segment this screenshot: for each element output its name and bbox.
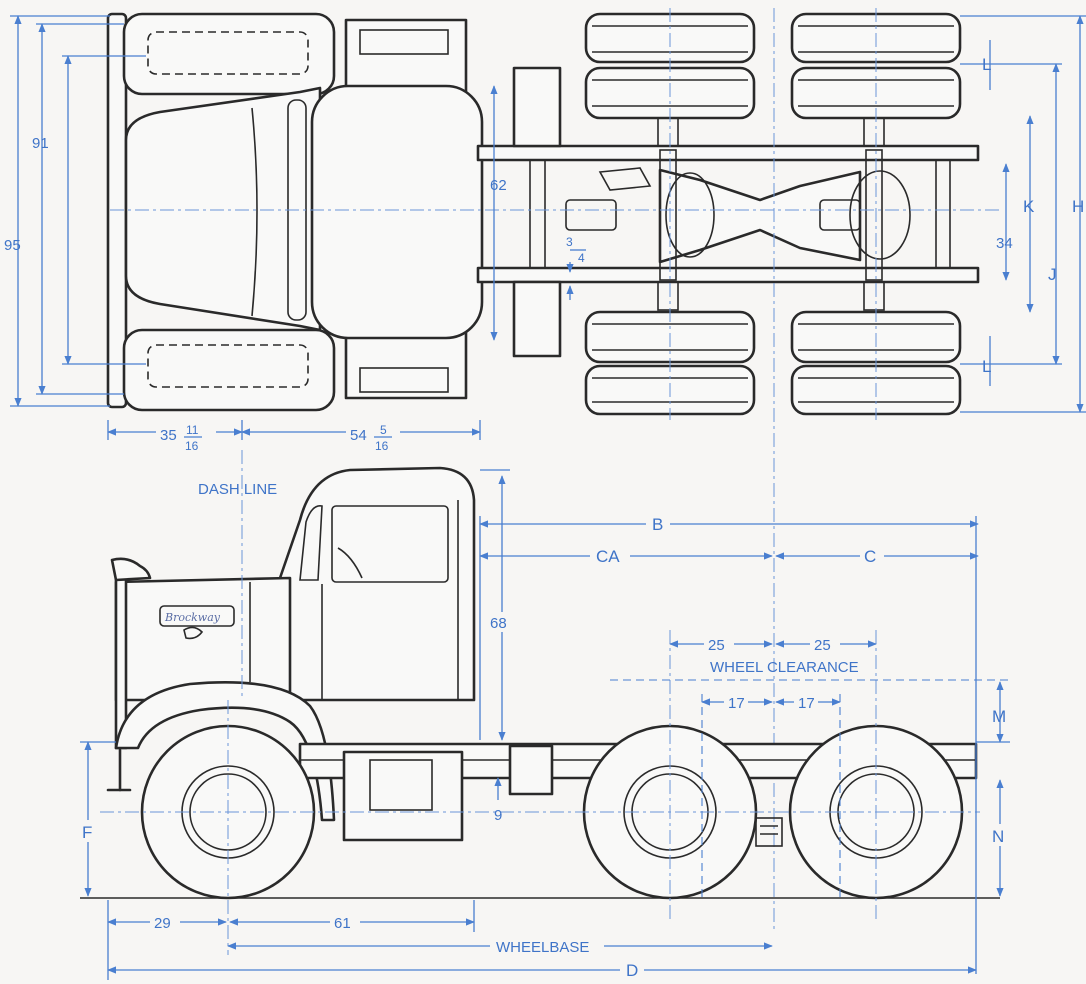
label-wheel-clearance: WHEEL CLEARANCE [710, 659, 859, 676]
dim-B: B [652, 515, 663, 534]
badge-text: Brockway [164, 611, 221, 624]
fuel-tank-side [342, 750, 464, 842]
dim-54-den: 16 [375, 439, 389, 453]
dim-N: N [992, 827, 1004, 846]
dim-25-left: 25 [708, 637, 725, 654]
dim-54-num: 5 [380, 423, 387, 437]
dim-gap-whole: 3 [566, 235, 573, 249]
frame-rail-top [476, 144, 980, 162]
rear-axle-housing [658, 168, 862, 264]
dim-29: 29 [154, 915, 171, 932]
dim-J: J [1048, 265, 1057, 284]
hood-top [124, 86, 322, 332]
top-view: 95 91 62 3 4 34 K J H [4, 8, 1086, 930]
left-step-box [344, 18, 468, 96]
dim-54-whole: 54 [350, 427, 367, 444]
dim-CA: CA [596, 547, 620, 566]
front-fender [114, 681, 336, 822]
dim-wheelbase: WHEELBASE [496, 939, 589, 956]
dim-K: K [1023, 197, 1035, 216]
hood-side [114, 576, 292, 702]
cab-roof [310, 84, 484, 340]
right-fender [122, 328, 336, 412]
cab-side [278, 466, 476, 702]
dim-95: 95 [4, 237, 21, 254]
label-dash-line: DASH LINE [198, 481, 277, 498]
dim-35-den: 16 [185, 439, 199, 453]
dim-D: D [626, 961, 638, 980]
dim-17-right: 17 [798, 695, 815, 712]
side-view-dimensions: DASH LINE 68 B CA C 25 25 WHEEL CLEARANC… [80, 469, 1012, 982]
rear-tires-bottom [584, 310, 962, 416]
dim-35-num: 11 [186, 423, 199, 437]
dim-68: 68 [490, 615, 507, 632]
dim-91: 91 [32, 135, 49, 152]
top-view-dimensions: 95 91 62 3 4 34 K J H [4, 15, 1086, 453]
dim-17-left: 17 [728, 695, 745, 712]
dim-F: F [82, 823, 92, 842]
dim-25-right: 25 [814, 637, 831, 654]
dim-61: 61 [334, 915, 351, 932]
dim-L-bottom: L [982, 357, 991, 376]
brockway-badge: Brockway [159, 605, 235, 640]
side-view: Brockway [80, 450, 1012, 982]
rear-tires-top [584, 12, 962, 120]
dim-H: H [1072, 197, 1084, 216]
dim-L-top: L [982, 55, 991, 74]
dim-gap-den: 4 [578, 251, 585, 265]
dim-34: 34 [996, 235, 1013, 252]
cab-window [331, 505, 449, 583]
dim-C: C [864, 547, 876, 566]
left-fender [122, 12, 336, 96]
fuel-tank-top [512, 66, 562, 148]
dim-35-whole: 35 [160, 427, 177, 444]
dim-62: 62 [490, 177, 507, 194]
frame-rail-bottom [476, 266, 980, 284]
dim-9: 9 [494, 807, 502, 824]
dim-M: M [992, 707, 1006, 726]
